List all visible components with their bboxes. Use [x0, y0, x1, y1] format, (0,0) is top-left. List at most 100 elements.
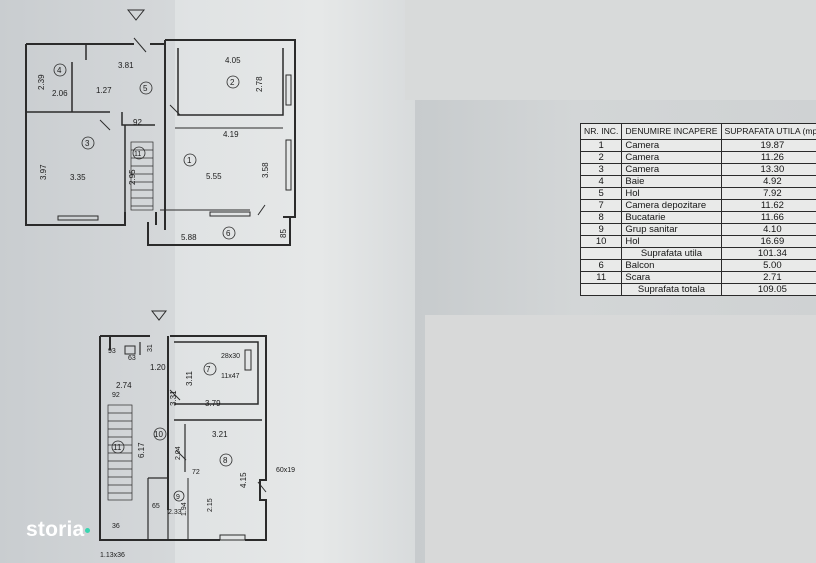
row-nr: 5	[579, 187, 623, 200]
dim-top-12: 3.58	[261, 162, 270, 178]
row-area: 2.71	[720, 271, 816, 284]
header-area: SUPRAFATA UTILA (mp)	[720, 123, 816, 140]
table-header-row: NR. INC. DENUMIRE INCAPERE SUPRAFATA UTI…	[579, 123, 816, 140]
room-bot-4: 9	[176, 494, 180, 501]
north-arrow-icon	[126, 9, 146, 21]
storia-dot-icon	[85, 527, 91, 533]
logo-text: storia	[26, 518, 85, 541]
row-nr: 10	[579, 235, 623, 248]
room-top-2: 2	[230, 78, 235, 87]
dim-bot-2: 31	[147, 344, 154, 352]
row-area: 11.26	[720, 151, 816, 164]
subtotal-label: Suprafata utila	[621, 247, 722, 260]
dim-bot-18: 2.15	[207, 498, 214, 512]
dim-bot-4: 28x30	[221, 353, 240, 360]
row-nr: 7	[579, 199, 623, 212]
row-name: Camera depozitare	[621, 199, 722, 212]
dim-bot-12: 6.17	[137, 442, 146, 458]
plan-top	[25, 9, 296, 246]
dim-bot-9: 3.31	[169, 390, 178, 406]
dim-bot-22: 1.13x36	[100, 552, 125, 559]
dim-top-7: 4.19	[223, 130, 239, 139]
row-nr: 11	[579, 271, 623, 284]
redacted-area-top	[405, 0, 816, 100]
dim-top-4: 2.06	[52, 89, 68, 98]
dim-bot-1: 63	[128, 355, 136, 362]
dim-bot-5: 11x47	[221, 373, 240, 380]
dim-bot-16: 4.15	[239, 472, 248, 488]
row-name: Camera	[621, 163, 722, 176]
room-top-6: 6	[226, 229, 231, 238]
row-area: 11.66	[720, 211, 816, 224]
dim-bot-15: 60x19	[276, 467, 295, 474]
row-nr: 9	[579, 223, 623, 236]
dim-bot-19: 1.94	[181, 502, 188, 516]
row-name: Camera	[621, 139, 722, 152]
dim-bot-10: 3.79	[205, 399, 221, 408]
row-nr: 2	[579, 151, 623, 164]
dim-top-14: 85	[279, 229, 288, 238]
room-top-4: 11	[134, 151, 141, 158]
room-area-table: NR. INC. DENUMIRE INCAPERE SUPRAFATA UTI…	[579, 123, 816, 296]
dim-bot-3: 1.20	[150, 363, 166, 372]
row-area: 7.92	[720, 187, 816, 200]
dim-top-6: 92	[133, 118, 142, 127]
dim-top-13: 5.88	[181, 233, 197, 242]
room-bot-0: 7	[206, 365, 211, 374]
room-top-3: 3	[85, 139, 90, 148]
dim-bot-7: 3.11	[185, 370, 194, 386]
row-nr: 8	[579, 211, 623, 224]
dim-top-8: 3.97	[39, 164, 48, 180]
dim-top-2: 2.78	[255, 76, 264, 92]
dim-bot-13: 2.04	[175, 446, 182, 460]
room-top-5: 1	[187, 156, 192, 165]
dim-bot-21: 36	[112, 523, 120, 530]
dim-bot-20: 2.33	[168, 509, 182, 516]
total-value: 109.05	[720, 283, 816, 296]
room-bot-3: 8	[223, 456, 228, 465]
row-area: 4.10	[720, 223, 816, 236]
dim-bot-11: 3.21	[212, 430, 228, 439]
storia-logo: storia	[26, 518, 91, 542]
row-name: Camera	[621, 151, 722, 164]
row-name: Grup sanitar	[621, 223, 722, 236]
dim-bot-6: 2.74	[116, 381, 132, 390]
header-nr: NR. INC.	[579, 123, 623, 140]
row-nr: 4	[579, 175, 623, 188]
dim-bot-8: 92	[112, 392, 120, 399]
dim-top-1: 4.05	[225, 56, 241, 65]
total-label: Suprafata totala	[621, 283, 722, 296]
north-arrow-icon	[150, 310, 168, 321]
row-name: Baie	[621, 175, 722, 188]
row-area: 5.00	[720, 259, 816, 272]
header-name: DENUMIRE INCAPERE	[621, 123, 722, 140]
row-nr: 6	[579, 259, 623, 272]
dim-bot-17: 65	[152, 503, 160, 510]
room-top-1: 5	[143, 84, 148, 93]
row-name: Scara	[621, 271, 722, 284]
row-area: 4.92	[720, 175, 816, 188]
row-name: Hol	[621, 187, 722, 200]
dim-bot-0: 93	[108, 348, 116, 355]
row-nr: 3	[579, 163, 623, 176]
dim-top-3: 2.39	[37, 74, 46, 90]
row-name: Balcon	[621, 259, 722, 272]
row-name: Hol	[621, 235, 722, 248]
dim-top-5: 1.27	[96, 86, 112, 95]
dim-top-0: 3.81	[118, 61, 134, 70]
row-name: Bucatarie	[621, 211, 722, 224]
redacted-area-bottom	[425, 315, 816, 563]
row-area: 13.30	[720, 163, 816, 176]
